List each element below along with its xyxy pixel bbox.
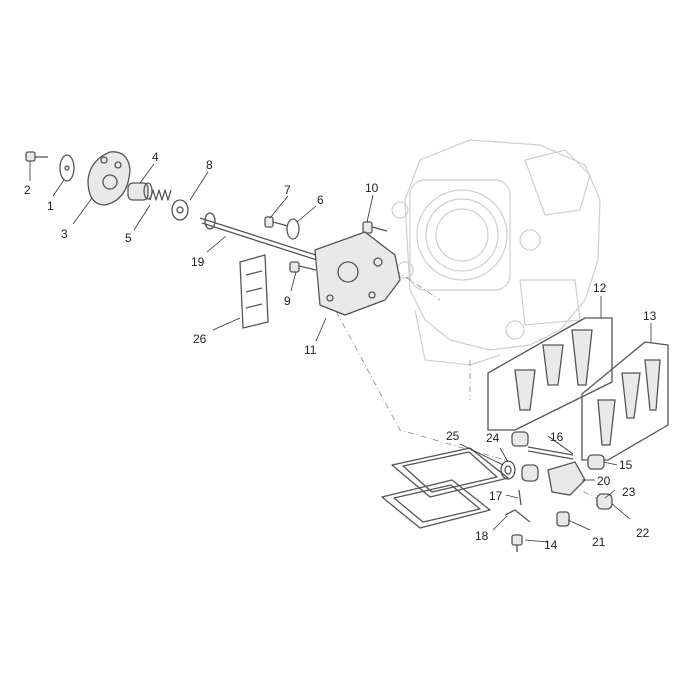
part-4-bushing [127,182,153,201]
part-13-assembly [581,341,669,461]
callout-5: 5 [125,231,132,245]
part-21-sleeve [556,511,570,527]
part-9-bolt [289,261,317,273]
callout-18: 18 [475,529,489,543]
part-11-bracket [314,231,401,316]
part-26-bracket [239,254,269,329]
callout-8: 8 [206,158,213,172]
callout-4: 4 [152,150,159,164]
gasket-lower [381,479,491,529]
callout-10: 10 [365,181,379,195]
callout-17: 17 [489,489,503,503]
callout-3: 3 [61,227,68,241]
callout-21: 21 [592,535,606,549]
callout-26: 26 [193,332,207,346]
callout-9: 9 [284,294,291,308]
part-7-screw [264,216,289,228]
part-20-fork [547,461,586,496]
part-14-screw [511,534,523,552]
callout-7: 7 [284,183,291,197]
part-23-22-bushings [596,493,613,510]
callout-16: 16 [550,430,564,444]
part-15-bushing [511,431,605,470]
gasket-upper [391,447,509,498]
callout-23: 23 [622,485,636,499]
part-10-bolt [362,221,388,234]
engine-block-ghost [391,139,601,366]
callout-2: 2 [24,183,31,197]
part-24-bushing [521,464,539,482]
part-19-shaft [199,212,326,263]
part-12-assembly [487,317,613,431]
part-8-washer [171,199,189,221]
callout-20: 20 [597,474,611,488]
callout-labels: 2 1 3 4 5 8 7 6 10 19 9 26 11 12 13 25 2… [24,150,657,552]
callout-14: 14 [544,538,558,552]
part-18-clip [504,509,531,523]
part-17-pin [518,489,522,506]
callout-19: 19 [191,255,205,269]
callout-22: 22 [636,526,650,540]
leader-lines [29,161,652,543]
callout-6: 6 [317,193,324,207]
part-16-pin [527,446,574,460]
part-6-washer [286,218,300,240]
callout-13: 13 [643,309,657,323]
part-1-washer [59,154,75,182]
callout-25: 25 [446,429,460,443]
part-2-bolt [25,151,48,162]
callout-15: 15 [619,458,633,472]
callout-24: 24 [486,431,500,445]
callout-12: 12 [593,281,607,295]
part-5-spring [149,189,172,201]
part-3-plate [87,151,131,206]
callout-11: 11 [304,343,317,357]
part-25-ring [500,460,516,480]
callout-1: 1 [47,199,54,213]
